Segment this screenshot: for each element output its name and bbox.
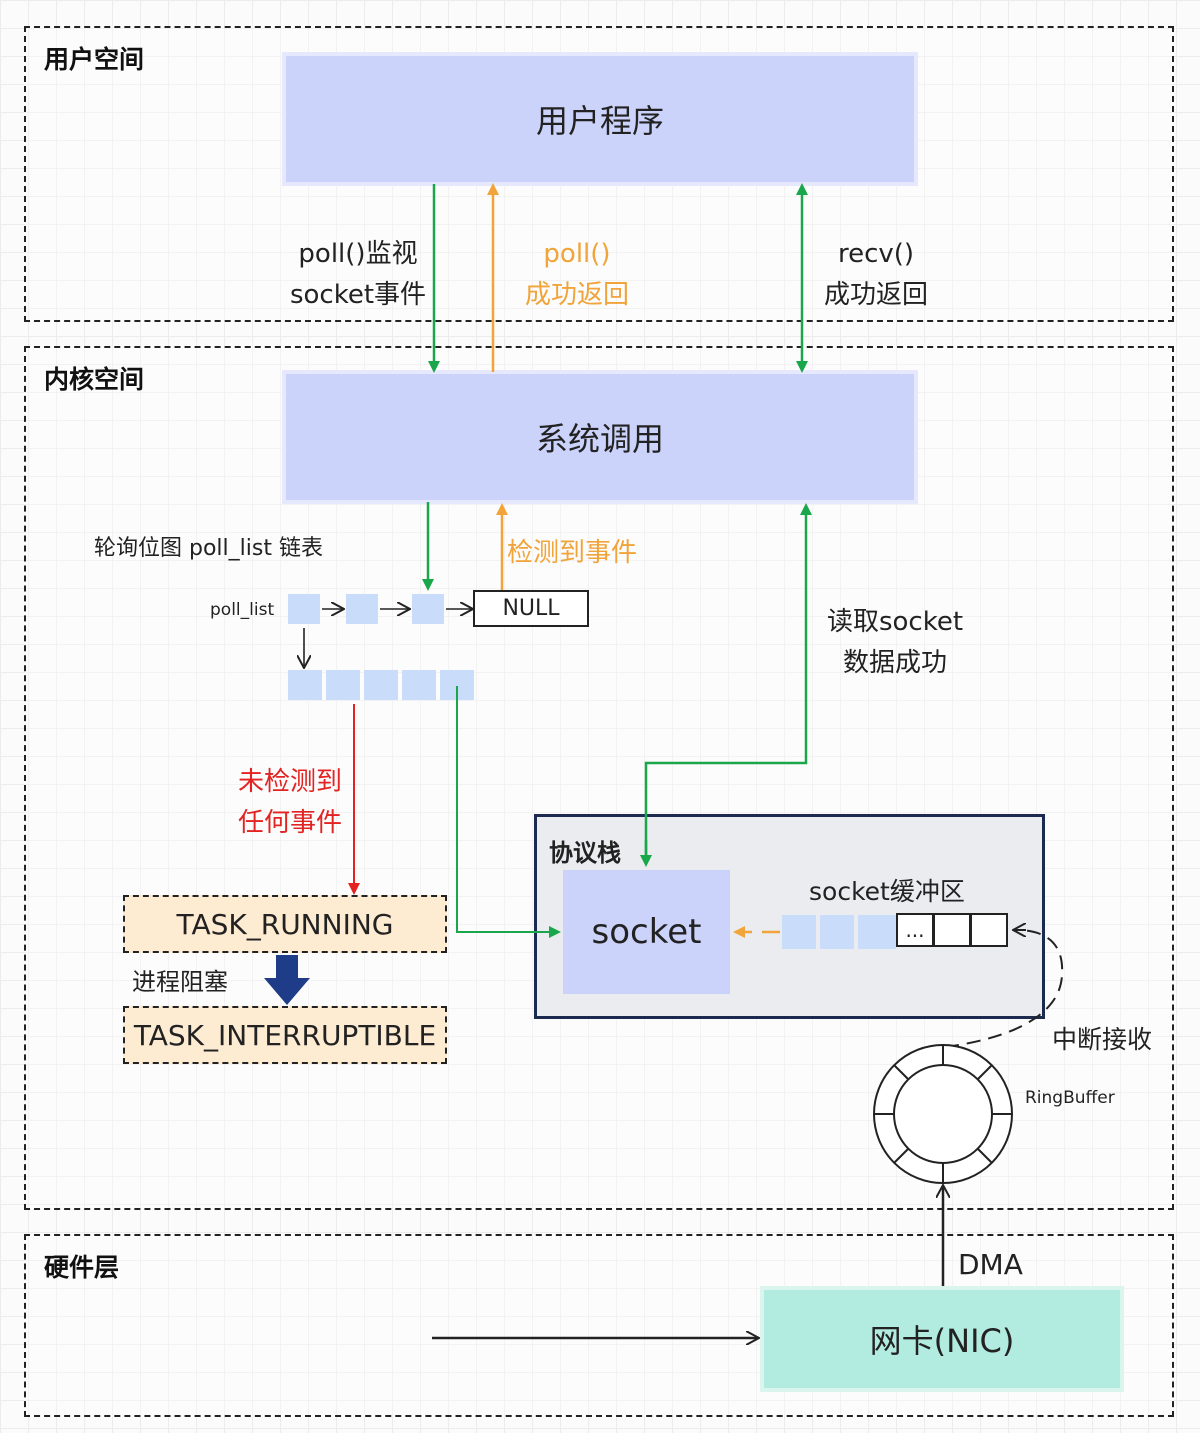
not-detected-line2: 任何事件 xyxy=(237,808,342,838)
blocked-label: 进程阻塞 xyxy=(132,968,228,996)
bitmap-cell-4 xyxy=(402,670,436,700)
recv-return-line1: recv() xyxy=(837,239,915,269)
poll-monitor-label: poll()监视 socket事件 xyxy=(268,234,448,316)
read-socket-label: 读取socket 数据成功 xyxy=(812,602,978,684)
bitmap-cell-2 xyxy=(326,670,360,700)
nic-box: 网卡(NIC) xyxy=(764,1290,1120,1388)
socket-buffer-cell-3 xyxy=(858,915,896,949)
bitmap-to-socket-arrow xyxy=(456,686,561,938)
task-running-box: TASK_RUNNING xyxy=(123,895,447,953)
dma-label: DMA xyxy=(958,1248,1023,1281)
kernel-space-title: 内核空间 xyxy=(44,365,145,394)
null-box: NULL xyxy=(473,590,589,627)
recv-return-label: recv() 成功返回 xyxy=(804,234,948,316)
hardware-title: 硬件层 xyxy=(44,1253,120,1282)
poll-return-label: poll() 成功返回 xyxy=(505,234,649,316)
poll-list-node-3 xyxy=(412,594,444,624)
task-interruptible-box: TASK_INTERRUPTIBLE xyxy=(123,1006,447,1064)
poll-list-label: poll_list xyxy=(210,600,275,620)
poll-return-line1: poll() xyxy=(543,239,611,269)
bitmap-title: 轮询位图 poll_list 链表 xyxy=(94,536,323,561)
socket-buffer-empty-cell-2 xyxy=(970,913,1008,947)
interrupt-curve xyxy=(944,929,1064,1048)
syscall-box: 系统调用 xyxy=(286,374,914,500)
bitmap-cell-3 xyxy=(364,670,398,700)
not-detected-label: 未检测到 任何事件 xyxy=(220,762,360,844)
poll-list-node-2 xyxy=(346,594,378,624)
protocol-stack-title: 协议栈 xyxy=(549,839,621,867)
socket-buffer-empty-cell-1 xyxy=(933,913,971,947)
poll-monitor-line2: socket事件 xyxy=(289,280,427,310)
user-space-title: 用户空间 xyxy=(44,45,145,74)
socket-buffer-cell-2 xyxy=(820,915,854,949)
recv-return-line2: 成功返回 xyxy=(823,280,928,310)
interrupt-receive-label: 中断接收 xyxy=(1052,1025,1153,1054)
ringbuffer-label: RingBuffer xyxy=(1025,1088,1115,1108)
block-arrow xyxy=(264,955,310,1005)
poll-monitor-line1: poll()监视 xyxy=(298,239,418,269)
socket-buffer-label: socket缓冲区 xyxy=(809,877,965,906)
ringbuffer-icon xyxy=(873,1044,1013,1184)
poll-list-node-1 xyxy=(288,594,320,624)
socket-box: socket xyxy=(563,870,730,994)
socket-buffer-cell-1 xyxy=(782,915,816,949)
poll-return-line2: 成功返回 xyxy=(524,280,629,310)
not-detected-line1: 未检测到 xyxy=(237,767,342,797)
read-socket-arrow xyxy=(644,503,812,864)
read-socket-line2: 数据成功 xyxy=(842,648,947,678)
read-socket-line1: 读取socket xyxy=(826,607,964,637)
bitmap-cell-1 xyxy=(288,670,322,700)
detected-label: 检测到事件 xyxy=(507,538,638,568)
user-program-box: 用户程序 xyxy=(286,56,914,182)
